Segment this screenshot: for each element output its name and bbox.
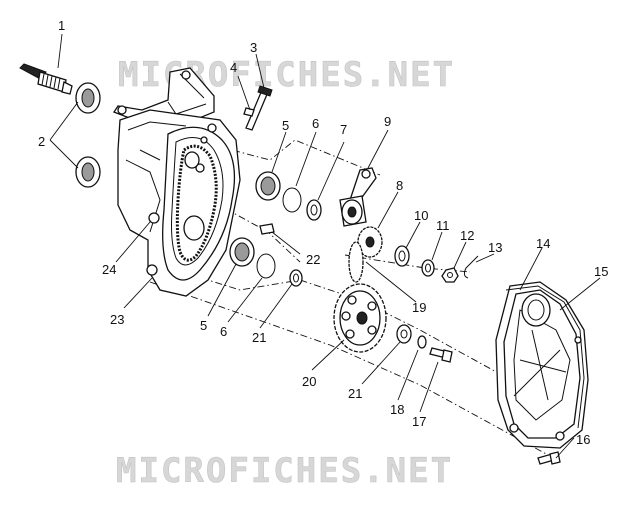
chaincase-housing-icon — [113, 67, 241, 297]
callout-14: 14 — [536, 236, 550, 251]
callout-11: 11 — [436, 218, 450, 233]
callout-24: 24 — [102, 262, 116, 277]
bolt-icon — [429, 347, 453, 363]
bearing-icon — [229, 171, 281, 267]
callout-15: 15 — [594, 264, 608, 279]
callout-19: 19 — [412, 300, 426, 315]
callout-5-upper: 5 — [282, 118, 289, 133]
callout-13: 13 — [488, 240, 502, 255]
sprocket-icon — [348, 226, 383, 283]
leader-lines — [49, 33, 601, 459]
bolt-icon — [259, 223, 275, 235]
callout-7: 7 — [340, 122, 347, 137]
cotter-pin-icon — [463, 255, 479, 279]
callout-6-upper: 6 — [312, 116, 319, 131]
callout-12: 12 — [460, 228, 474, 243]
washer-icon — [289, 245, 435, 349]
callout-10: 10 — [414, 208, 428, 223]
callout-6-lower: 6 — [220, 324, 227, 339]
snap-ring-icon — [256, 187, 302, 279]
callout-23: 23 — [110, 312, 124, 327]
callout-21-upper: 21 — [252, 330, 266, 345]
callout-21-lower: 21 — [348, 386, 362, 401]
oil-seal-icon — [75, 82, 101, 188]
bolt-icon — [243, 85, 273, 131]
callout-labels: 1 2 3 4 5 6 7 9 8 10 11 12 13 14 15 16 1… — [38, 18, 608, 447]
chaincase-cover-icon — [495, 281, 589, 449]
callout-1: 1 — [58, 18, 65, 33]
callout-22: 22 — [306, 252, 320, 267]
callout-2: 2 — [38, 134, 45, 149]
washer-icon — [306, 199, 322, 221]
splined-shaft-icon — [19, 63, 73, 95]
callout-3: 3 — [250, 40, 257, 55]
callout-18: 18 — [390, 402, 404, 417]
bolt-icon — [537, 451, 561, 465]
callout-5-lower: 5 — [200, 318, 207, 333]
nut-icon — [441, 267, 459, 283]
callout-9: 9 — [384, 114, 391, 129]
callout-16: 16 — [576, 432, 590, 447]
watermark-bottom: MICROFICHES.NET — [116, 451, 453, 491]
callout-17: 17 — [412, 414, 426, 429]
cover-gasket-icon — [505, 285, 585, 429]
callout-8: 8 — [396, 178, 403, 193]
callout-4: 4 — [230, 60, 237, 75]
callout-20: 20 — [302, 374, 316, 389]
tensioner-arm-icon — [339, 167, 377, 227]
sprocket-icon — [333, 283, 387, 353]
drive-chain-icon — [175, 144, 218, 262]
